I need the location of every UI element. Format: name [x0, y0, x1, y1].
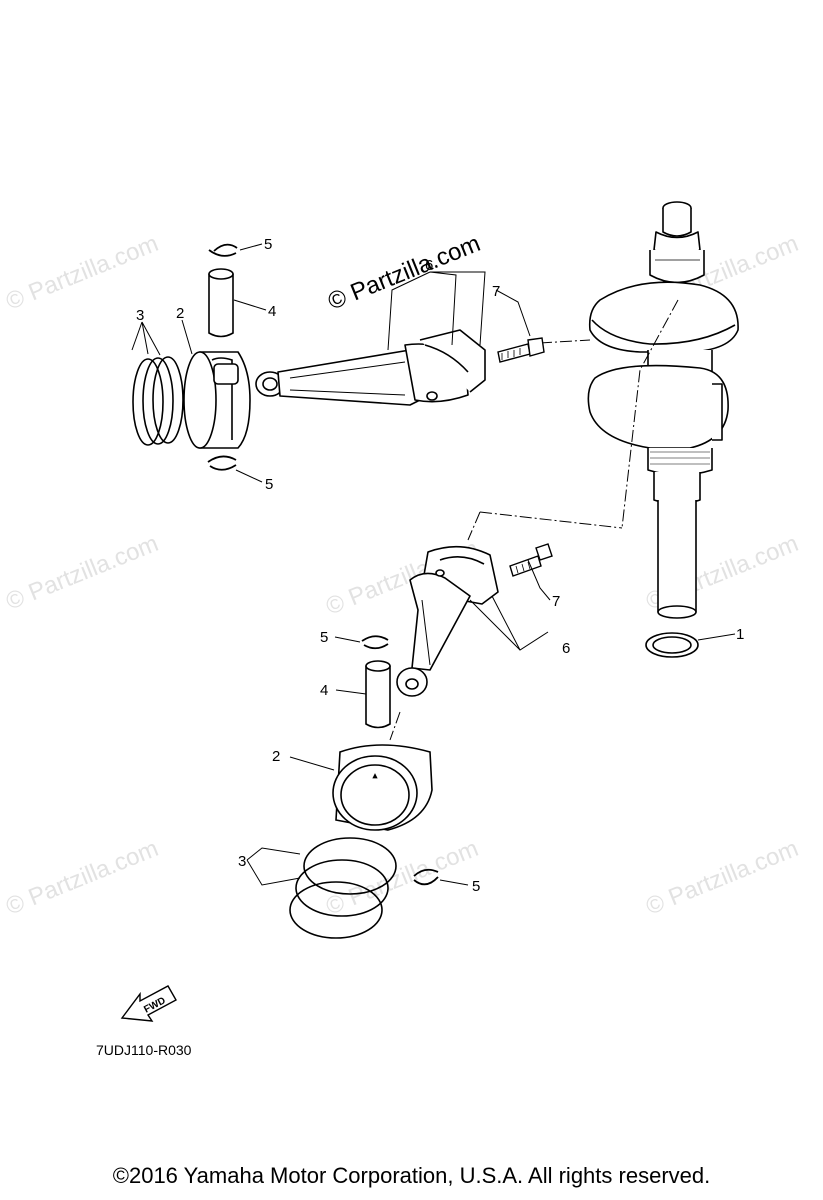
lower-clip-bottom	[413, 868, 439, 886]
label-piston-rings: 3	[238, 853, 246, 870]
crankshaft-drawing	[587, 201, 739, 619]
upper-piston-pin	[208, 268, 234, 338]
label-piston: 2	[272, 748, 280, 765]
label-connecting-rod: 6	[425, 257, 433, 274]
lower-piston-rings	[289, 837, 397, 939]
lower-clip-top	[361, 635, 389, 650]
watermark-text: © Partzilla.com	[2, 530, 162, 616]
lower-piston-pin	[365, 660, 391, 729]
label-piston: 2	[176, 305, 184, 322]
label-clip-bottom: 5	[472, 878, 480, 895]
label-piston-pin: 4	[268, 303, 276, 320]
part-labels-lower: 7 6 5 4 2 3 5	[238, 593, 570, 895]
label-clip-top: 5	[264, 236, 272, 253]
label-clip-top: 5	[320, 629, 328, 646]
label-piston-rings: 3	[136, 307, 144, 324]
label-connecting-rod: 6	[562, 640, 570, 657]
crankshaft-bearing-ring	[645, 632, 699, 658]
label-piston-pin: 4	[320, 682, 328, 699]
upper-piston-rings	[132, 356, 184, 446]
label-bolt: 7	[492, 283, 500, 300]
lower-piston	[332, 744, 433, 831]
copyright-notice: ©2016 Yamaha Motor Corporation, U.S.A. A…	[112, 1163, 711, 1188]
watermark-text: © Partzilla.com	[322, 835, 482, 921]
watermark-text: © Partzilla.com	[642, 835, 802, 921]
diagram-code: 7UDJ110-R030	[96, 1042, 192, 1058]
watermark-text: © Partzilla.com	[2, 230, 162, 316]
assembly-centerlines	[389, 299, 679, 741]
watermark-text: © Partzilla.com	[2, 835, 162, 921]
lower-connecting-rod	[396, 545, 499, 697]
upper-bolt	[497, 337, 545, 363]
label-bolt: 7	[552, 593, 560, 610]
label-crankshaft-bearing: 1	[736, 626, 744, 643]
upper-connecting-rod	[255, 329, 486, 406]
label-clip-bottom: 5	[265, 476, 273, 493]
leader-lines	[131, 243, 736, 886]
lower-bolt	[509, 543, 553, 577]
brand-watermark: © Partzilla.com	[324, 230, 484, 316]
fwd-arrow: FWD	[120, 985, 177, 1022]
part-labels-upper: 5 4 3 2 5 6 7	[136, 236, 500, 493]
upper-piston	[183, 351, 251, 449]
upper-clips	[207, 243, 238, 471]
